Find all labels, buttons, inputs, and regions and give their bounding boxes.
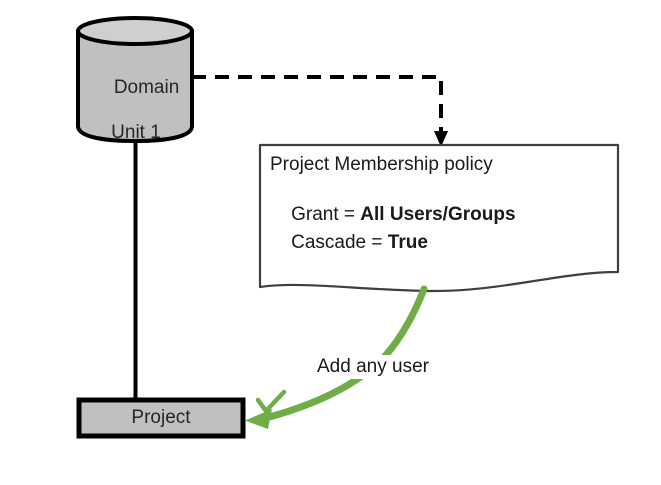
policy-row-grant-key: Grant =	[291, 204, 361, 226]
policy-row-grant-value: All Users/Groups	[360, 204, 516, 226]
edge-label-add-any-user: Add any user	[313, 355, 433, 380]
check-mark-icon	[255, 389, 287, 414]
policy-row-grant: Grant = All Users/Groups	[270, 182, 516, 249]
green-arrowhead-icon	[245, 409, 272, 429]
policy-row-cascade: Cascade = True	[270, 210, 428, 277]
domain-unit-label-line1: Domain	[113, 77, 180, 99]
dashed-arrowhead-icon	[434, 131, 448, 147]
policy-document-shape	[258, 143, 620, 293]
project-box-shape	[76, 397, 246, 439]
policy-heading: Project Membership policy	[270, 154, 493, 175]
project-label: Project	[131, 407, 191, 428]
domain-unit-cylinder	[76, 16, 194, 143]
policy-row-cascade-value: True	[387, 232, 428, 254]
cylinder-top-ellipse	[76, 16, 194, 46]
domain-unit-label-line2: Unit 1	[111, 122, 161, 144]
policy-row-cascade-key: Cascade =	[291, 232, 388, 254]
connector-domain-unit-to-policy	[192, 75, 448, 147]
domain-unit-label: Domain Unit 1	[77, 55, 195, 189]
